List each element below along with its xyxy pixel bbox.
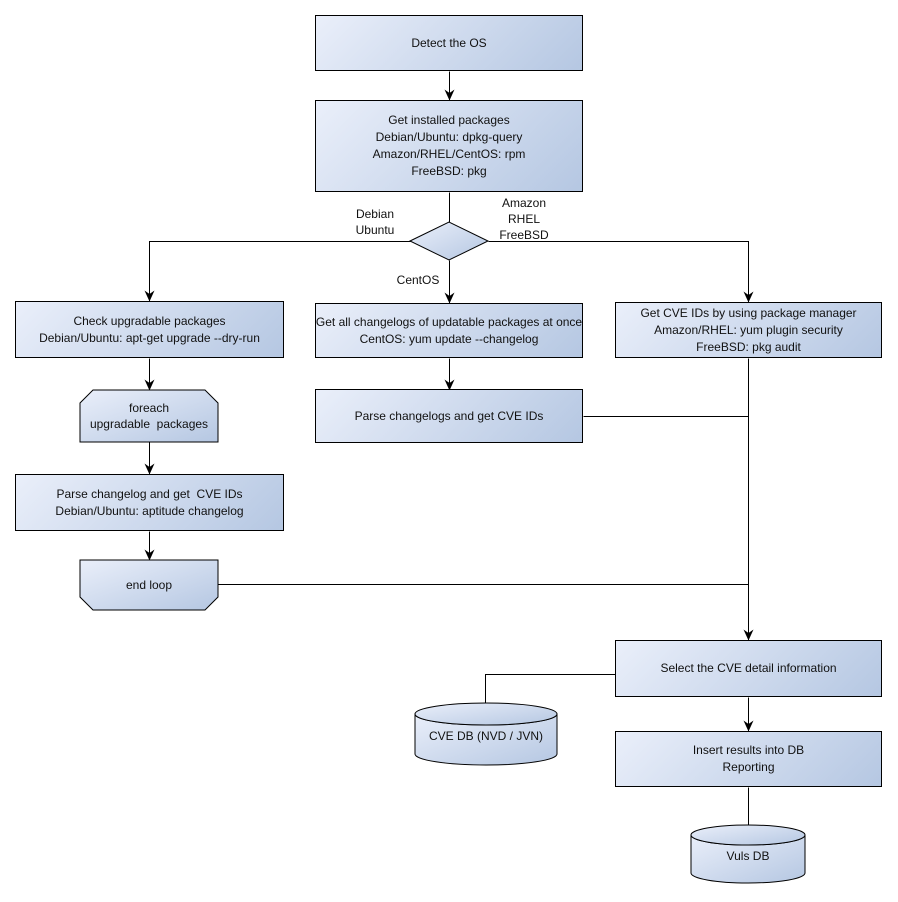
- end-loop-shape: [79, 559, 219, 611]
- edge-decision-to-check-upgradable: [149, 241, 411, 302]
- arrowhead-to-parse-debian: [144, 463, 155, 475]
- node-parse-changelogs-centos: Parse changelogs and get CVE IDs: [315, 389, 583, 443]
- arrowhead-to-foreach: [144, 379, 155, 391]
- node-check-upgradable-packages: Check upgradable packages Debian/Ubuntu:…: [15, 301, 284, 358]
- arrowhead-to-parse-centos: [444, 379, 455, 391]
- vuls-db-label: Vuls DB: [726, 849, 770, 863]
- node-get-installed-packages: Get installed packages Debian/Ubuntu: dp…: [315, 100, 583, 192]
- edge-label-debian-ubuntu: Debian Ubuntu: [355, 207, 395, 237]
- foreach-loop-label: foreach upgradable packages: [89, 401, 209, 431]
- node-parse-changelog-debian: Parse changelog and get CVE IDs Debian/U…: [15, 474, 284, 531]
- vuls-db-cylinder-top: [690, 824, 806, 846]
- arrowhead-to-insert: [743, 720, 754, 732]
- arrowhead-to-select: [743, 629, 754, 641]
- node-get-all-changelogs: Get all changelogs of updatable packages…: [315, 303, 583, 358]
- cve-db-cylinder-top: [414, 702, 558, 726]
- cve-db-label: CVE DB (NVD / JVN): [428, 729, 543, 743]
- os-decision-diamond: [408, 221, 490, 261]
- edge-select-to-cvedb: [485, 674, 616, 704]
- node-select-cve-detail: Select the CVE detail information: [615, 640, 882, 697]
- end-loop-label: end loop: [125, 578, 173, 592]
- node-insert-results-db: Insert results into DB Reporting: [615, 731, 882, 787]
- arrowhead-to-get-cve-ids: [743, 291, 754, 303]
- arrowhead-to-installed: [444, 89, 455, 101]
- node-detect-os: Detect the OS: [315, 15, 583, 71]
- edge-label-amazon-rhel-freebsd: Amazon RHEL FreeBSD: [499, 196, 549, 242]
- arrowhead-to-endloop: [144, 549, 155, 561]
- edge-label-centos: CentOS: [396, 273, 440, 287]
- edge-decision-to-get-cve-ids: [488, 241, 749, 303]
- foreach-loop-shape: [79, 389, 219, 443]
- arrowhead-to-check-upgradable: [144, 290, 155, 302]
- arrowhead-to-get-changelogs: [444, 292, 455, 304]
- node-get-cve-ids-package-manager: Get CVE IDs by using package manager Ama…: [615, 302, 882, 358]
